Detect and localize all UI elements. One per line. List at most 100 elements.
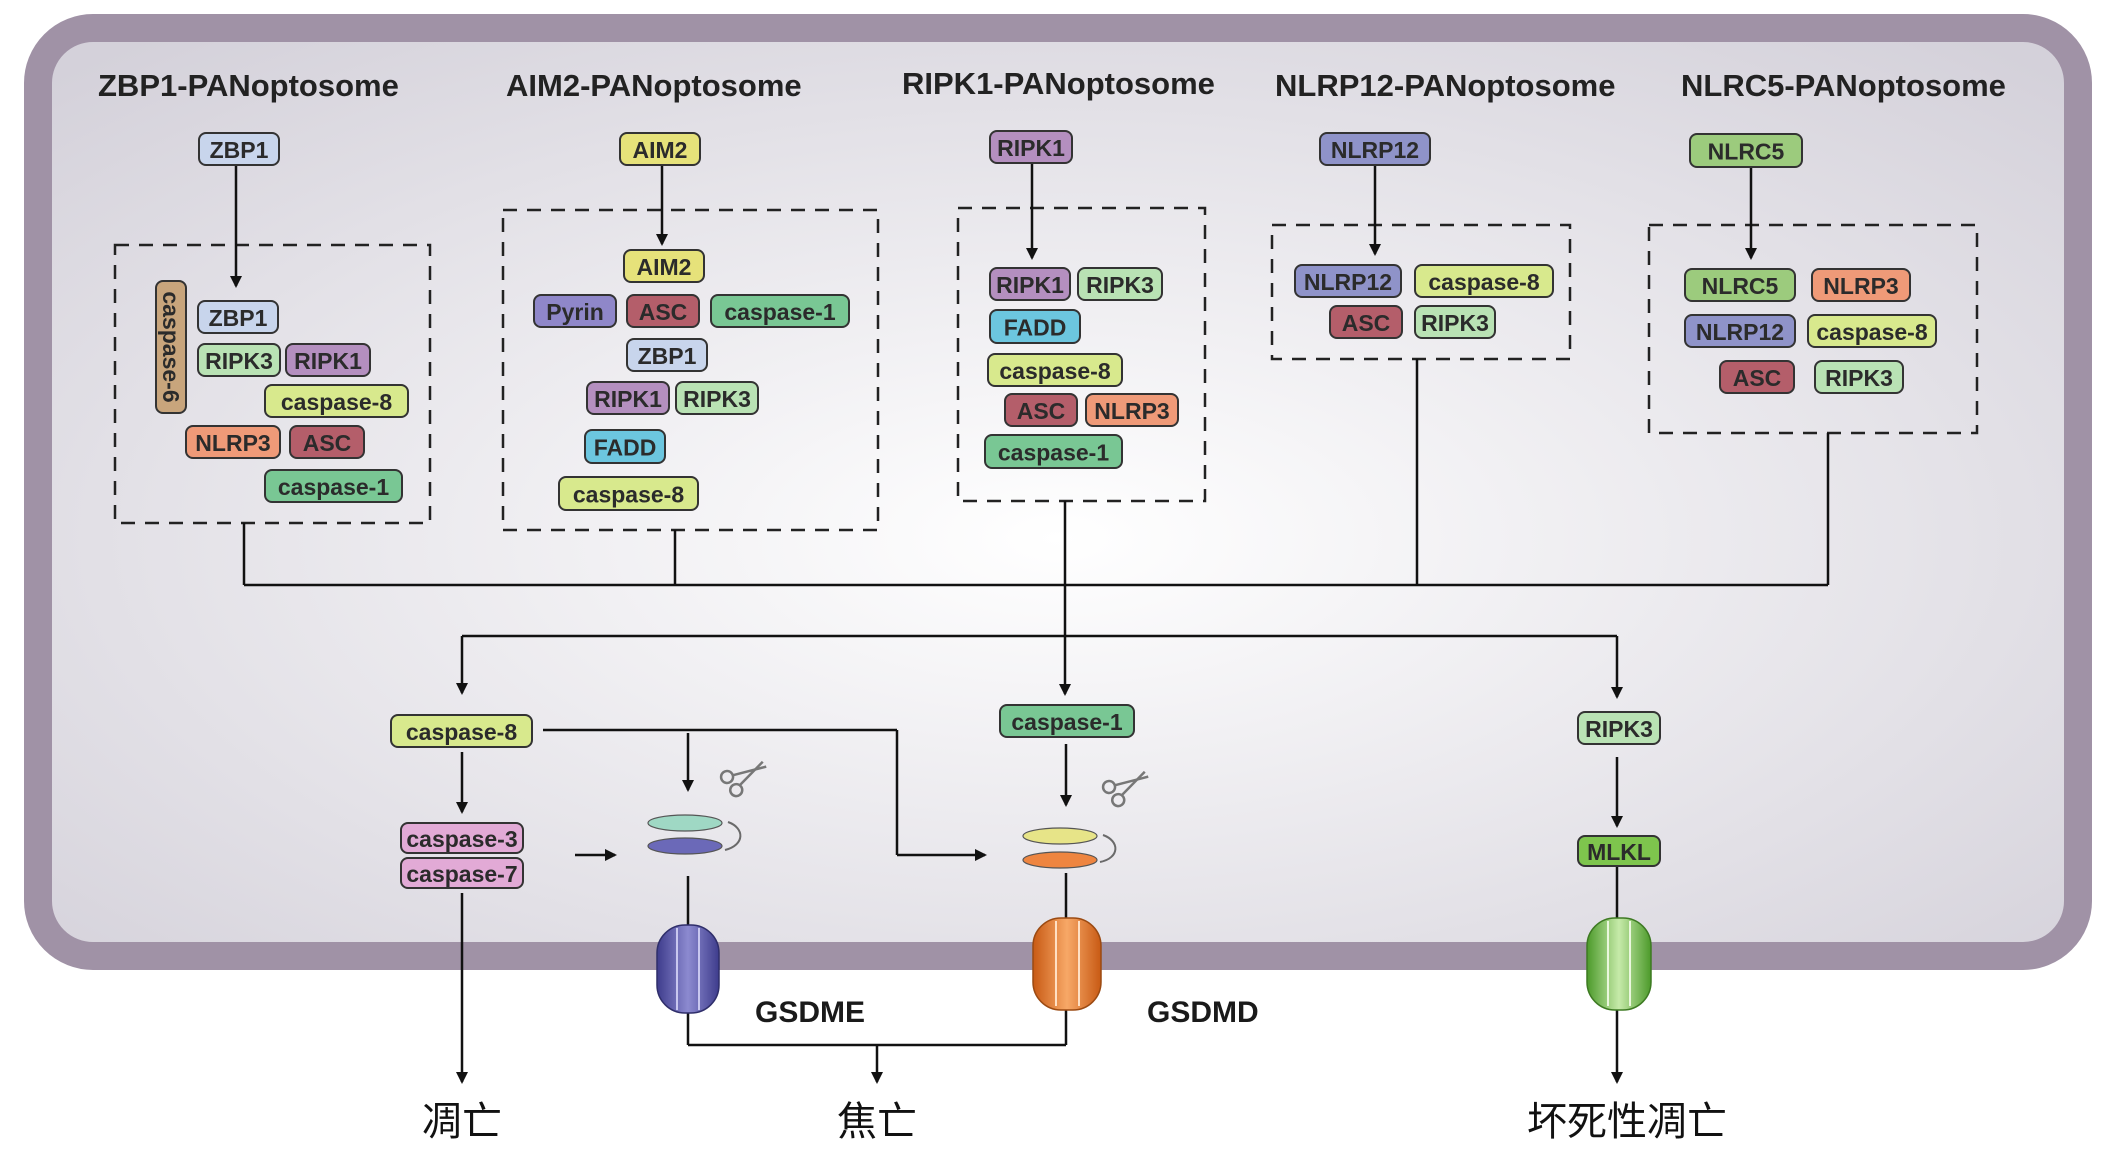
chip-nlrp12: NLRP12 (1294, 264, 1402, 298)
chip-fadd-label: FADD (594, 435, 657, 461)
sensor-ripk1-label: RIPK1 (997, 135, 1065, 161)
outcome-apoptosis: 凋亡 (422, 1100, 502, 1144)
chip-asc: ASC (289, 425, 365, 459)
complex-title-nlrp12: NLRP12-PANoptosome (1275, 68, 1615, 103)
mlkl-pore (1586, 917, 1652, 1011)
chip-nlrp3: NLRP3 (1811, 268, 1911, 302)
chip-caspase-3: caspase-3 (400, 822, 524, 854)
chip-ripk3-effector-label: RIPK3 (1585, 716, 1653, 742)
chip-asc-label: ASC (639, 299, 688, 325)
chip-caspase-8: caspase-8 (1807, 314, 1937, 348)
complex-boxes (113, 206, 1979, 532)
scissors-icon (719, 760, 767, 798)
sensor-nlrc5-label: NLRC5 (1708, 139, 1785, 165)
chip-ripk1-label: RIPK1 (996, 272, 1064, 298)
chip-caspase-8-label: caspase-8 (573, 482, 684, 508)
chip-nlrp3-label: NLRP3 (1823, 273, 1898, 299)
chip-ripk3-label: RIPK3 (1825, 365, 1893, 391)
chip-pyrin: Pyrin (533, 294, 617, 328)
chip-ripk3-label: RIPK3 (683, 386, 751, 412)
chip-ripk3: RIPK3 (1077, 267, 1163, 301)
chip-caspase-3-label: caspase-3 (406, 826, 517, 852)
chip-fadd: FADD (584, 429, 666, 464)
chip-zbp1: ZBP1 (626, 338, 708, 372)
complex-box-zbp1 (113, 243, 432, 525)
chip-caspase-1-label: caspase-1 (998, 440, 1109, 466)
chip-caspase-8-label: caspase-8 (1428, 269, 1539, 295)
chip-ripk3-effector: RIPK3 (1577, 711, 1661, 745)
chip-pyrin-label: Pyrin (546, 299, 604, 325)
chip-fadd-label: FADD (1004, 315, 1067, 341)
chip-caspase-8-label: caspase-8 (1816, 319, 1927, 345)
sensor-aim2: AIM2 (619, 132, 701, 166)
chip-ripk1: RIPK1 (989, 267, 1071, 301)
sensor-ripk1: RIPK1 (989, 130, 1073, 164)
gsdme-pore (656, 924, 720, 1014)
sensor-nlrp12: NLRP12 (1319, 132, 1431, 166)
chip-ripk1: RIPK1 (285, 343, 371, 377)
chip-caspase-1-label: caspase-1 (278, 474, 389, 500)
complex-box-ripk1 (956, 206, 1207, 503)
chip-zbp1-label: ZBP1 (638, 343, 697, 369)
sensor-zbp1: ZBP1 (198, 132, 280, 166)
chip-nlrc5: NLRC5 (1684, 268, 1796, 302)
complex-box-nlrp12 (1270, 223, 1572, 361)
chip-caspase-7-label: caspase-7 (406, 861, 517, 887)
chip-asc: ASC (626, 294, 700, 328)
chip-caspase-8: caspase-8 (1414, 264, 1554, 298)
chip-asc: ASC (1329, 305, 1403, 339)
chip-aim2-label: AIM2 (637, 254, 692, 280)
chip-caspase-8-label: caspase-8 (999, 358, 1110, 384)
complex-title-zbp1: ZBP1-PANoptosome (98, 68, 399, 103)
chip-caspase-8-effector-label: caspase-8 (406, 719, 517, 745)
sensor-zbp1-label: ZBP1 (210, 137, 269, 163)
chip-nlrp12-label: NLRP12 (1304, 269, 1392, 295)
gsdmd-pore (1032, 917, 1102, 1011)
chip-mlkl-label: MLKL (1587, 839, 1651, 865)
gsdmd-label: GSDMD (1147, 996, 1259, 1029)
chip-caspase-6-label: caspase-6 (158, 291, 184, 402)
chip-asc: ASC (1719, 360, 1795, 394)
chip-caspase-1-effector-label: caspase-1 (1011, 709, 1122, 735)
chip-ripk3: RIPK3 (1414, 305, 1496, 339)
chip-caspase-1: caspase-1 (264, 469, 403, 503)
sensor-nlrp12-label: NLRP12 (1331, 137, 1419, 163)
gsdme-label: GSDME (755, 996, 865, 1029)
chip-caspase-8-label: caspase-8 (281, 389, 392, 415)
sensor-nlrc5: NLRC5 (1689, 133, 1803, 168)
chip-caspase-8: caspase-8 (264, 384, 409, 418)
chip-caspase-8-effector: caspase-8 (390, 714, 533, 748)
chip-ripk3-label: RIPK3 (1086, 272, 1154, 298)
chip-asc: ASC (1004, 393, 1078, 427)
chip-ripk3-label: RIPK3 (1421, 310, 1489, 336)
chip-zbp1-label: ZBP1 (209, 305, 268, 331)
complex-title-nlrc5: NLRC5-PANoptosome (1681, 68, 2006, 103)
chip-caspase-8: caspase-8 (987, 353, 1123, 387)
chip-ripk3-label: RIPK3 (205, 348, 273, 374)
scissors-icon (1101, 770, 1149, 808)
chip-caspase-1: caspase-1 (984, 434, 1123, 469)
chip-fadd: FADD (989, 309, 1081, 344)
connector-lines (230, 163, 1830, 1084)
chip-caspase-1: caspase-1 (710, 294, 850, 328)
chip-ripk3: RIPK3 (1814, 360, 1904, 394)
chip-ripk1-label: RIPK1 (594, 386, 662, 412)
chip-caspase-1-label: caspase-1 (724, 299, 835, 325)
chip-caspase-6: caspase-6 (155, 280, 187, 414)
chip-nlrp3: NLRP3 (185, 425, 281, 459)
chip-nlrc5-label: NLRC5 (1702, 273, 1779, 299)
complex-title-ripk1: RIPK1-PANoptosome (902, 66, 1215, 101)
complex-box-aim2 (501, 208, 880, 532)
chip-mlkl: MLKL (1577, 835, 1661, 867)
outcome-pyroptosis: 焦亡 (837, 1100, 917, 1144)
chip-ripk3: RIPK3 (197, 343, 281, 377)
gsdmd-substrate (1022, 827, 1117, 869)
complex-title-aim2: AIM2-PANoptosome (506, 68, 802, 103)
chip-nlrp3-label: NLRP3 (1094, 398, 1169, 424)
chip-asc-label: ASC (1733, 365, 1782, 391)
chip-caspase-7: caspase-7 (400, 857, 524, 889)
chip-zbp1: ZBP1 (197, 300, 279, 334)
complex-box-nlrc5 (1647, 223, 1979, 435)
